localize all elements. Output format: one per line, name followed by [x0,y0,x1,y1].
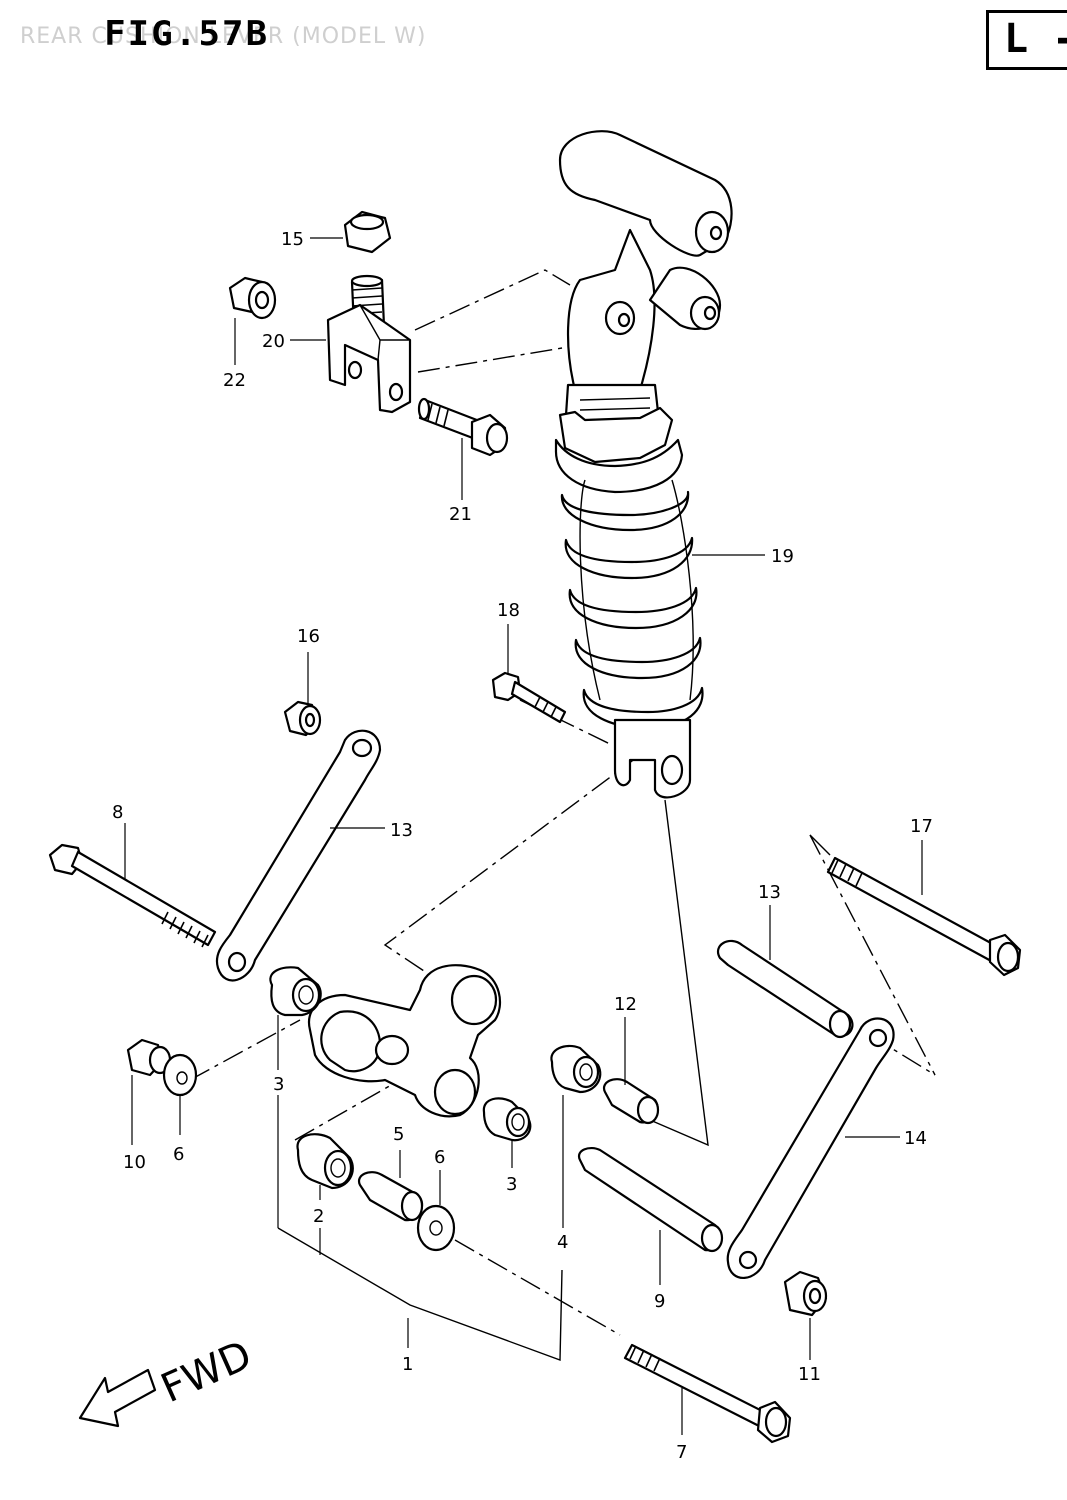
callout-19: 15 [281,229,304,250]
callout-6-lower: 6 [434,1147,445,1168]
spacer-rod [717,939,854,1039]
cushion-rod-right [726,1017,895,1279]
fwd-label: FWD [154,1332,258,1412]
lever-bolt [623,1343,792,1444]
spacer-small [357,1171,424,1222]
ghost-title: REAR CUSHION LEVER (MODEL W) [20,24,427,49]
fwd-arrow [78,1368,157,1428]
callout-11: 11 [798,1364,821,1385]
rod-bolt-long [826,856,1022,977]
callout-numbers: 15 22 20 21 19 18 16 8 13 17 13 12 14 3 … [112,229,933,1463]
callout-3-lower: 3 [506,1174,517,1195]
spacer-12 [602,1078,660,1125]
callout-13-upper: 13 [390,820,413,841]
rod-bolt-left [48,843,217,948]
callout-22: 22 [223,370,246,391]
page-tag-box [986,10,1067,70]
washer-lower [416,1204,456,1252]
callout-10: 8 [112,802,123,823]
callout-17: 19 [771,546,794,567]
rod-nut-upper [283,700,322,737]
rear-shock-absorber [554,130,733,799]
callout-3-upper: 3 [273,1074,284,1095]
lever-bearing-small [482,1097,532,1142]
bracket-nut [343,210,392,254]
cushion-lever [307,964,502,1118]
callout-13-lower: 14 [904,1128,927,1149]
bearing-spacer [550,1044,602,1094]
leader-lines [124,237,923,1435]
assembly-lines [189,269,936,1361]
callout-20: 18 [497,600,520,621]
callout-12: 12 [614,994,637,1015]
figure-number: FIG.57B [104,14,270,54]
callout-6-upper: 6 [173,1144,184,1165]
page-tag: L - [1004,16,1067,62]
callout-4: 4 [557,1232,568,1253]
shock-bolt [417,397,509,457]
callout-8: 10 [123,1152,146,1173]
callout-18: 20 [262,331,285,352]
callout-14: 13 [758,882,781,903]
lever-shaft [577,1146,724,1253]
rod-bolt [491,671,567,724]
bracket-nut-lower [228,276,277,320]
rod-nut [783,1270,828,1317]
shock-bracket [326,274,412,414]
lever-bushing [296,1133,354,1190]
callout-9: 9 [654,1291,665,1312]
callout-1: 1 [402,1354,413,1375]
washer-upper [162,1053,198,1097]
cushion-rod-left [215,729,382,982]
callout-5: 5 [393,1124,404,1145]
callout-21: 21 [449,504,472,525]
lever-bearing [269,966,322,1017]
callout-7: 7 [676,1442,687,1463]
callout-15: 17 [910,816,933,837]
callout-2: 2 [313,1206,324,1227]
callout-16: 16 [297,626,320,647]
